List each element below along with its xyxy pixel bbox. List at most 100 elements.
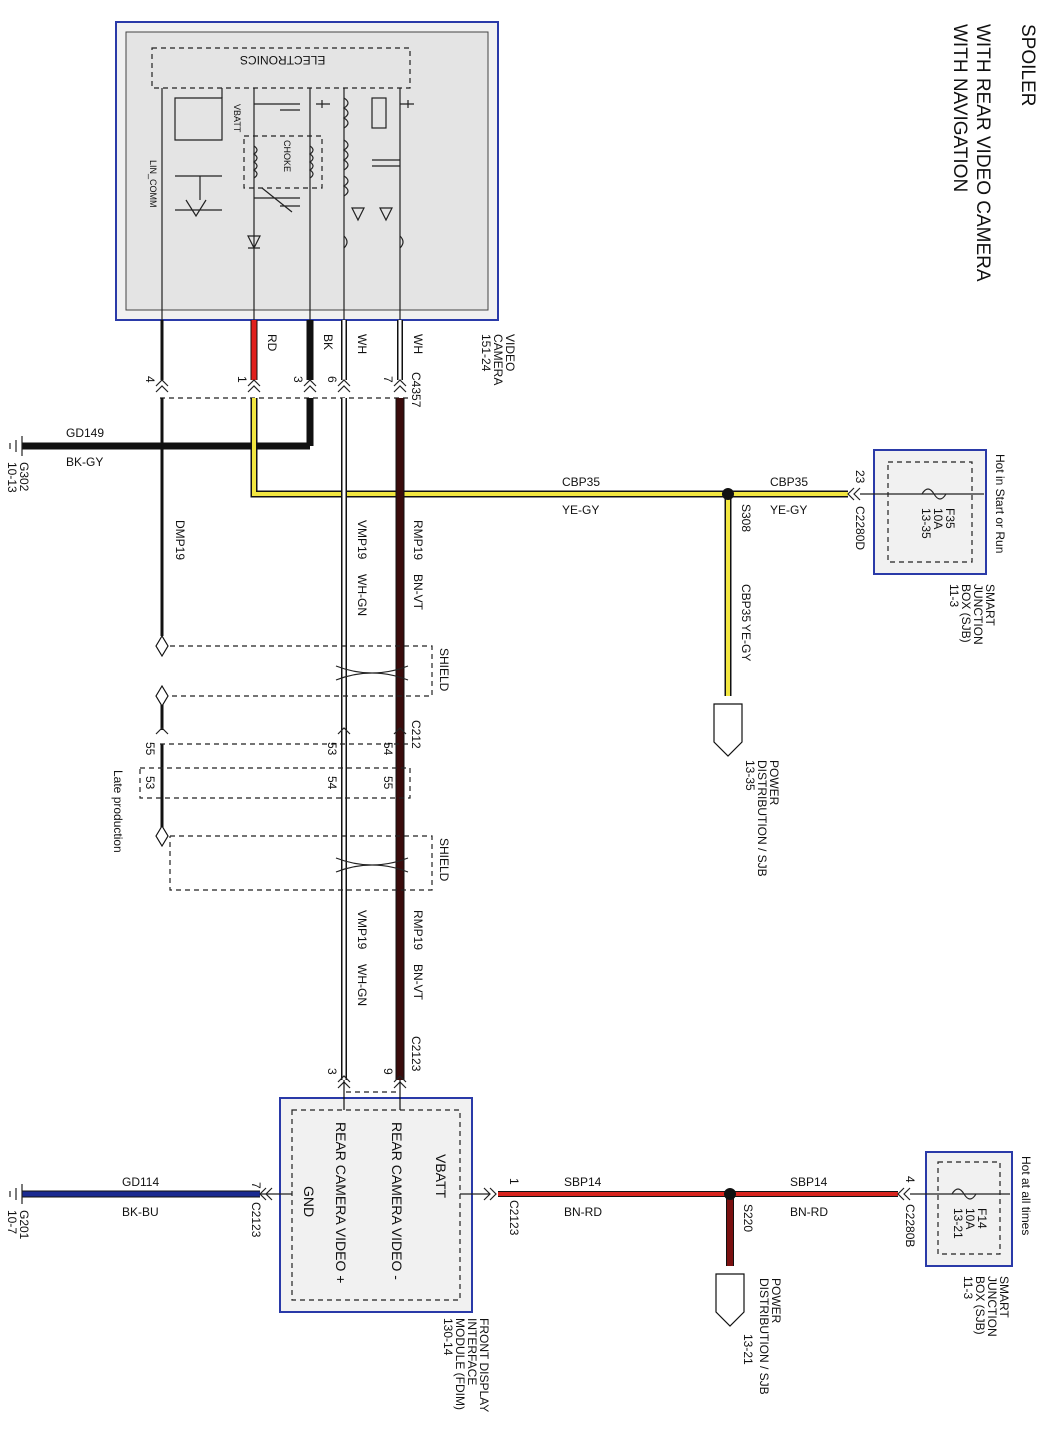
fdim-page-ref: 130-14	[441, 1318, 455, 1356]
fuse-f14: F14	[975, 1208, 989, 1229]
ground-g201-circuit: GD114 BK-BU 7 C2123 G201 10-7	[5, 1175, 292, 1240]
fdim-video-plus-label: REAR CAMERA VIDEO +	[333, 1122, 349, 1283]
power-dist-2-line1: POWER	[769, 1278, 783, 1324]
fuse-f35-rating: 10A	[931, 508, 945, 529]
fdim-name-2: INTERFACE	[465, 1318, 479, 1385]
cbp35-branch-label: CBP35	[739, 584, 753, 622]
power-dist-1-line3: 13-35	[743, 760, 757, 791]
cbp35-left-label: CBP35	[562, 475, 600, 489]
sbp14-circuit: 1 C2123 SBP14 BN-RD SBP14 BN-RD S220 POW…	[460, 1175, 911, 1395]
sbp14-right-color: BN-RD	[790, 1205, 828, 1219]
video-camera-module: ELECTRONICS VBATT CHOKE LIN_COMM VIDEO C	[115, 21, 517, 385]
title-line-1: SPOILER	[1017, 24, 1038, 106]
fdim-video-minus-label: REAR CAMERA VIDEO -	[389, 1122, 405, 1280]
pin-1: 1	[235, 376, 249, 383]
vmp19-upper-label: VMP19	[355, 520, 369, 560]
pin-6: 6	[325, 376, 339, 383]
pin6-color: WH	[355, 334, 369, 354]
cbp35-circuit: CBP35 YE-GY CBP35 YE-GY S308 CBP35 YE-GY…	[250, 398, 861, 877]
sbp14-left-color: BN-RD	[564, 1205, 602, 1219]
connector-c2123-gnd: C2123	[249, 1202, 263, 1238]
fdim-name-3: MODULE (FDIM)	[453, 1318, 467, 1410]
sjb-f14: Hot at all times F14 10A 13-21 4 C2280B …	[903, 1151, 1033, 1337]
rmp19-lower-label: RMP19	[411, 910, 425, 950]
connector-c212: C212	[409, 720, 423, 749]
vmp19-lower-label: VMP19	[355, 910, 369, 950]
camera-wires: RD BK WH WH 4 1 3 6 7 C4357	[143, 320, 425, 408]
pin-4: 4	[143, 376, 157, 383]
late-pin-55: 55	[381, 776, 395, 790]
sjb-f35: Hot in Start or Run F35 10A 13-35 23 C22…	[853, 449, 1007, 645]
fdim-pin-9: 9	[381, 1068, 395, 1075]
vmp19-lower-color: WH-GN	[355, 964, 369, 1006]
sjb-f35-name-3: BOX (SJB)	[959, 584, 973, 643]
gd149-label: GD149	[66, 426, 104, 440]
rmp19-lower-color: BN-VT	[411, 964, 425, 1001]
ground-g302-circuit: GD149 BK-GY G302 10-13	[5, 398, 314, 636]
f14-hot-label: Hot at all times	[1019, 1156, 1033, 1235]
cbp35-right-label: CBP35	[770, 475, 808, 489]
sjb-f14-name-2: JUNCTION	[985, 1276, 999, 1337]
fdim-module: VBATT REAR CAMERA VIDEO - REAR CAMERA VI…	[279, 1080, 491, 1412]
connector-c2280d: C2280D	[853, 506, 867, 550]
fuse-f35-ref: 13-35	[919, 508, 933, 539]
connector-c4357: C4357	[409, 372, 423, 408]
shielded-cable: RMP19 BN-VT VMP19 WH-GN DMP19 SHIELD C21…	[111, 398, 451, 1093]
g201-page-ref: 10-7	[5, 1210, 19, 1234]
cbp35-branch-color: YE-GY	[739, 624, 753, 661]
late-pin-53: 53	[143, 776, 157, 790]
pin3-color: BK	[321, 334, 335, 350]
power-dist-1-line1: POWER	[767, 760, 781, 806]
fdim-gnd-label: GND	[301, 1186, 317, 1217]
splice-s308: S308	[739, 504, 753, 532]
fdim-name-1: FRONT DISPLAY	[477, 1318, 491, 1412]
choke-label: CHOKE	[282, 140, 292, 172]
fdim-pin-3: 3	[325, 1068, 339, 1075]
pin-3: 3	[291, 376, 305, 383]
connector-c2123-top: C2123	[409, 1036, 423, 1072]
late-production-note: Late production	[111, 770, 125, 853]
f35-hot-label: Hot in Start or Run	[993, 454, 1007, 553]
sjb-f35-name-2: JUNCTION	[971, 584, 985, 645]
connector-c2123-vbatt: C2123	[507, 1200, 521, 1236]
g302-page-ref: 10-13	[5, 462, 19, 493]
power-dist-2-line3: 13-21	[741, 1334, 755, 1365]
shield-1-label: SHIELD	[437, 648, 451, 692]
video-camera-name-1: VIDEO	[503, 334, 517, 371]
late-pin-54: 54	[325, 776, 339, 790]
gd114-label: GD114	[122, 1175, 159, 1189]
lin-comm-label: LIN_COMM	[148, 160, 158, 208]
sjb-f35-name-4: 11-3	[947, 584, 961, 607]
pin-7: 7	[381, 376, 395, 383]
f14-pin: 4	[903, 1176, 917, 1183]
fdim-vbatt-label: VBATT	[433, 1154, 449, 1199]
f35-pin: 23	[853, 470, 867, 484]
sbp14-left-label: SBP14	[564, 1175, 602, 1189]
shield-2-label: SHIELD	[437, 838, 451, 882]
pin7-color: WH	[411, 334, 425, 354]
title-line-2: WITH REAR VIDEO CAMERA	[972, 24, 993, 282]
video-camera-page-ref: 151-24	[479, 334, 493, 372]
gd149-color: BK-GY	[66, 455, 103, 469]
video-camera-name-2: CAMERA	[491, 334, 505, 385]
fuse-f14-ref: 13-21	[951, 1208, 965, 1239]
vmp19-upper-color: WH-GN	[355, 574, 369, 616]
title-line-3: WITH NAVIGATION	[949, 24, 970, 192]
fdim-pin-7: 7	[249, 1182, 263, 1189]
fuse-f14-rating: 10A	[963, 1208, 977, 1229]
power-dist-2-line2: DISTRIBUTION / SJB	[757, 1278, 771, 1395]
pin1-color: RD	[265, 334, 279, 352]
dmp19-label: DMP19	[173, 520, 187, 560]
rmp19-upper-color: BN-VT	[411, 574, 425, 611]
sjb-f14-name-4: 11-3	[961, 1276, 975, 1299]
electronics-label: ELECTRONICS	[240, 53, 325, 67]
cbp35-left-color: YE-GY	[562, 503, 599, 517]
g302-label: G302	[17, 462, 31, 492]
sjb-f14-name-1: SMART	[997, 1276, 1011, 1318]
c212-pin-55: 55	[143, 742, 157, 756]
fdim-pin-1: 1	[507, 1178, 521, 1185]
sjb-f14-name-3: BOX (SJB)	[973, 1276, 987, 1335]
rmp19-upper-label: RMP19	[411, 520, 425, 560]
sjb-f35-name-1: SMART	[983, 584, 997, 626]
